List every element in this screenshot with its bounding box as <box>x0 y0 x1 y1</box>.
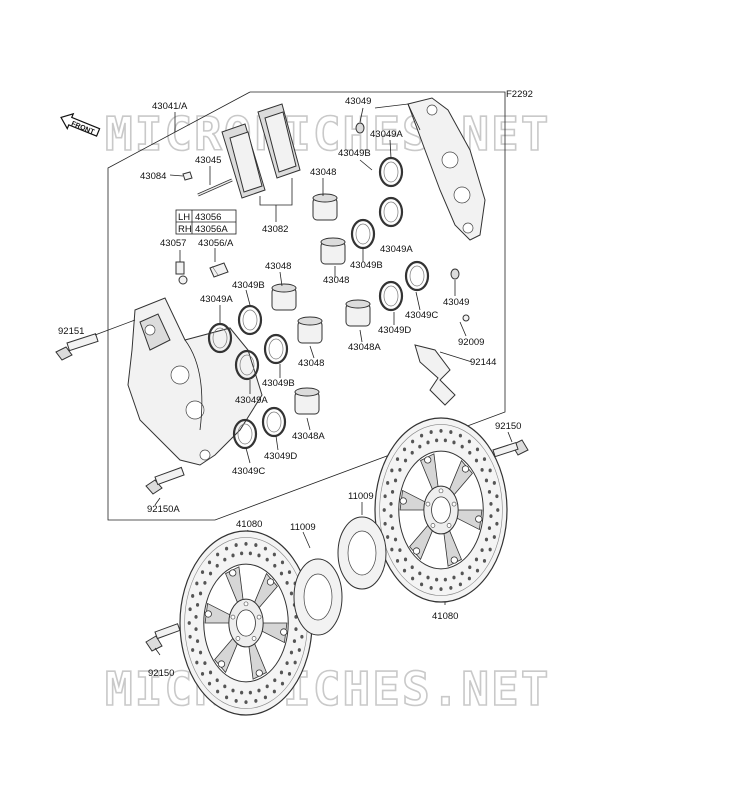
label-43049c-2: 43049C <box>232 466 265 477</box>
caliper-bolt-92150a <box>145 466 185 495</box>
label-43049a-2: 43049A <box>380 244 413 255</box>
screw-92009 <box>462 314 470 322</box>
label-11009-left: 11009 <box>290 522 316 533</box>
label-92150-right: 92150 <box>495 421 521 432</box>
label-92144: 92144 <box>470 357 496 368</box>
label-43049d-1: 43049D <box>378 325 411 336</box>
brake-disc-left <box>179 530 313 716</box>
bleeder-screw <box>209 262 229 278</box>
figure-code: F2292 <box>506 89 533 100</box>
brake-pad-set <box>221 103 301 199</box>
label-43056: 43056 <box>195 212 221 223</box>
label-43056a: 43056A <box>195 224 228 235</box>
label-43048-4: 43048 <box>298 358 324 369</box>
part-labels: 43041/A 43045 43084 43082 LH 43056 RH 43… <box>58 96 521 679</box>
watermark-top: MICROFICHES.NET <box>105 107 550 161</box>
leader-43084 <box>169 174 184 177</box>
label-lh: LH <box>178 212 190 223</box>
label-43048-2: 43048 <box>323 275 349 286</box>
spring-clip-43084 <box>182 171 193 181</box>
label-92150-left: 92150 <box>148 668 174 679</box>
label-43049c-1: 43049C <box>405 310 438 321</box>
label-43049-top: 43049 <box>345 96 371 107</box>
spacer-plate-right <box>337 516 387 590</box>
label-43049b-4: 43049B <box>262 378 295 389</box>
label-43049b-1: 43049B <box>338 148 371 159</box>
label-43049d-2: 43049D <box>264 451 297 462</box>
label-43045: 43045 <box>195 155 221 166</box>
watermark-bottom: MICROFICHES.NET <box>105 662 550 716</box>
bushing-43049-top <box>355 122 365 134</box>
spacer-plate-left <box>293 558 343 636</box>
label-43049-right: 43049 <box>443 297 469 308</box>
bushing-43049-right <box>450 268 460 280</box>
label-43048-3: 43048 <box>265 261 291 272</box>
assembly-frame <box>107 91 506 521</box>
label-43049a-3: 43049A <box>200 294 233 305</box>
label-43049b-2: 43049B <box>350 260 383 271</box>
bleeder-cap-43057 <box>175 261 188 285</box>
caliper-bolt-92151 <box>55 333 99 361</box>
caliper-body-left <box>127 297 263 466</box>
label-43049a-1: 43049A <box>370 129 403 140</box>
label-43056-a: 43056/A <box>198 238 234 249</box>
disc-bolt-left <box>145 623 181 652</box>
pad-spring-92144 <box>414 344 456 406</box>
piston-seals <box>207 156 430 450</box>
label-43082: 43082 <box>262 224 288 235</box>
label-92150a: 92150A <box>147 504 180 515</box>
leader-43082 <box>259 178 293 206</box>
label-43048-1: 43048 <box>310 167 336 178</box>
label-43084: 43084 <box>140 171 166 182</box>
label-rh: RH <box>178 224 192 235</box>
label-92009: 92009 <box>458 337 484 348</box>
pistons <box>271 193 371 415</box>
label-43049a-4: 43049A <box>235 395 268 406</box>
front-arrow-icon: FRONT <box>60 112 101 137</box>
label-41080-top: 41080 <box>236 519 262 530</box>
label-43049b-3: 43049B <box>232 280 265 291</box>
brake-disc-right <box>374 417 508 603</box>
label-43041: 43041/A <box>152 101 188 112</box>
caliper-body-right <box>407 97 486 241</box>
label-43057: 43057 <box>160 238 186 249</box>
label-41080-bottom: 41080 <box>432 611 458 622</box>
label-43048a-1: 43048A <box>348 342 381 353</box>
label-92151: 92151 <box>58 326 84 337</box>
label-43048a-2: 43048A <box>292 431 325 442</box>
pad-pin <box>197 178 233 197</box>
disc-bolt-right <box>492 439 529 458</box>
label-11009-right: 11009 <box>348 491 374 502</box>
